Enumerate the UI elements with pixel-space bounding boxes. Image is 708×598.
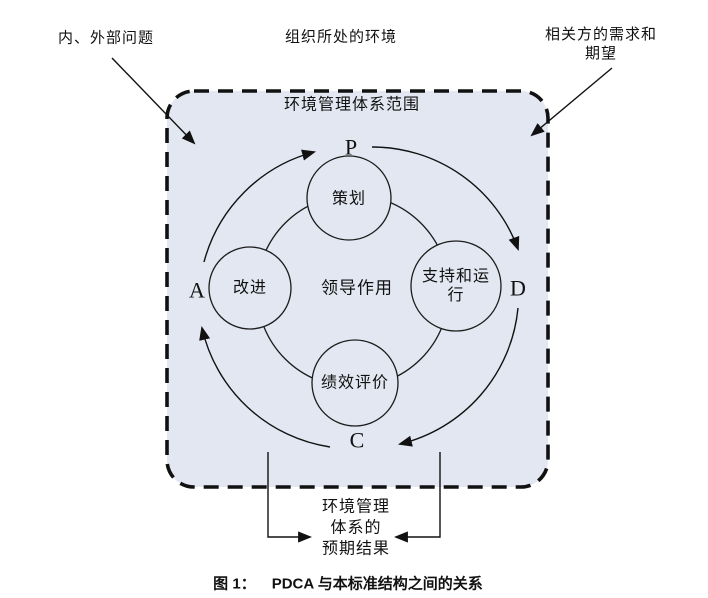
label-interested-parties: 相关方的需求和 期望 xyxy=(545,26,657,64)
label-ems-scope: 环境管理体系范围 xyxy=(283,96,421,114)
plan-circle xyxy=(306,155,392,241)
support-operation-circle xyxy=(410,240,502,332)
arrow-d-to-c xyxy=(397,307,519,447)
arrow-a-to-p xyxy=(203,149,317,263)
label-performance-evaluation: 绩效评价 xyxy=(320,374,390,392)
label-improvement: 改进 xyxy=(232,279,268,297)
arrow-internal-issues xyxy=(111,57,196,145)
label-plan: 策划 xyxy=(331,190,367,208)
label-intended-outcomes-line1: 环境管理 xyxy=(321,498,391,516)
letter-d: D xyxy=(510,275,526,301)
label-leadership: 领导作用 xyxy=(321,278,393,298)
label-support-operation-line1: 支持和运 xyxy=(421,268,491,285)
label-intended-outcomes: 环境管理 体系的 预期结果 xyxy=(322,497,390,560)
ems-scope-boundary-box xyxy=(165,89,550,489)
label-organization-context: 组织所处的环境 xyxy=(284,29,398,46)
letter-c: C xyxy=(349,427,365,453)
improvement-circle xyxy=(208,246,292,330)
arrow-interested-parties xyxy=(530,67,613,137)
letter-a: A xyxy=(189,277,205,303)
performance-evaluation-circle xyxy=(311,339,399,427)
label-interested-parties-line1: 相关方的需求和 xyxy=(544,27,658,43)
label-support-operation: 支持和运 行 xyxy=(422,267,490,305)
figure-caption-number: 图 1： xyxy=(213,575,256,593)
connector-right-to-outcomes xyxy=(393,452,441,543)
label-internal-external-issues: 内、外部问题 xyxy=(57,30,155,47)
label-interested-parties-line2: 期望 xyxy=(584,46,618,62)
label-intended-outcomes-line3: 预期结果 xyxy=(321,540,391,558)
letter-p: P xyxy=(344,134,358,160)
figure-caption-text: PDCA 与本标准结构之间的关系 xyxy=(271,575,483,593)
arrow-p-to-d xyxy=(371,146,520,251)
label-support-operation-line2: 行 xyxy=(447,287,465,304)
label-intended-outcomes-line2: 体系的 xyxy=(330,519,382,537)
arrow-c-to-a xyxy=(199,325,331,448)
figure-caption: 图 1： PDCA 与本标准结构之间的关系 xyxy=(213,573,483,594)
connector-left-to-outcomes xyxy=(267,452,313,543)
